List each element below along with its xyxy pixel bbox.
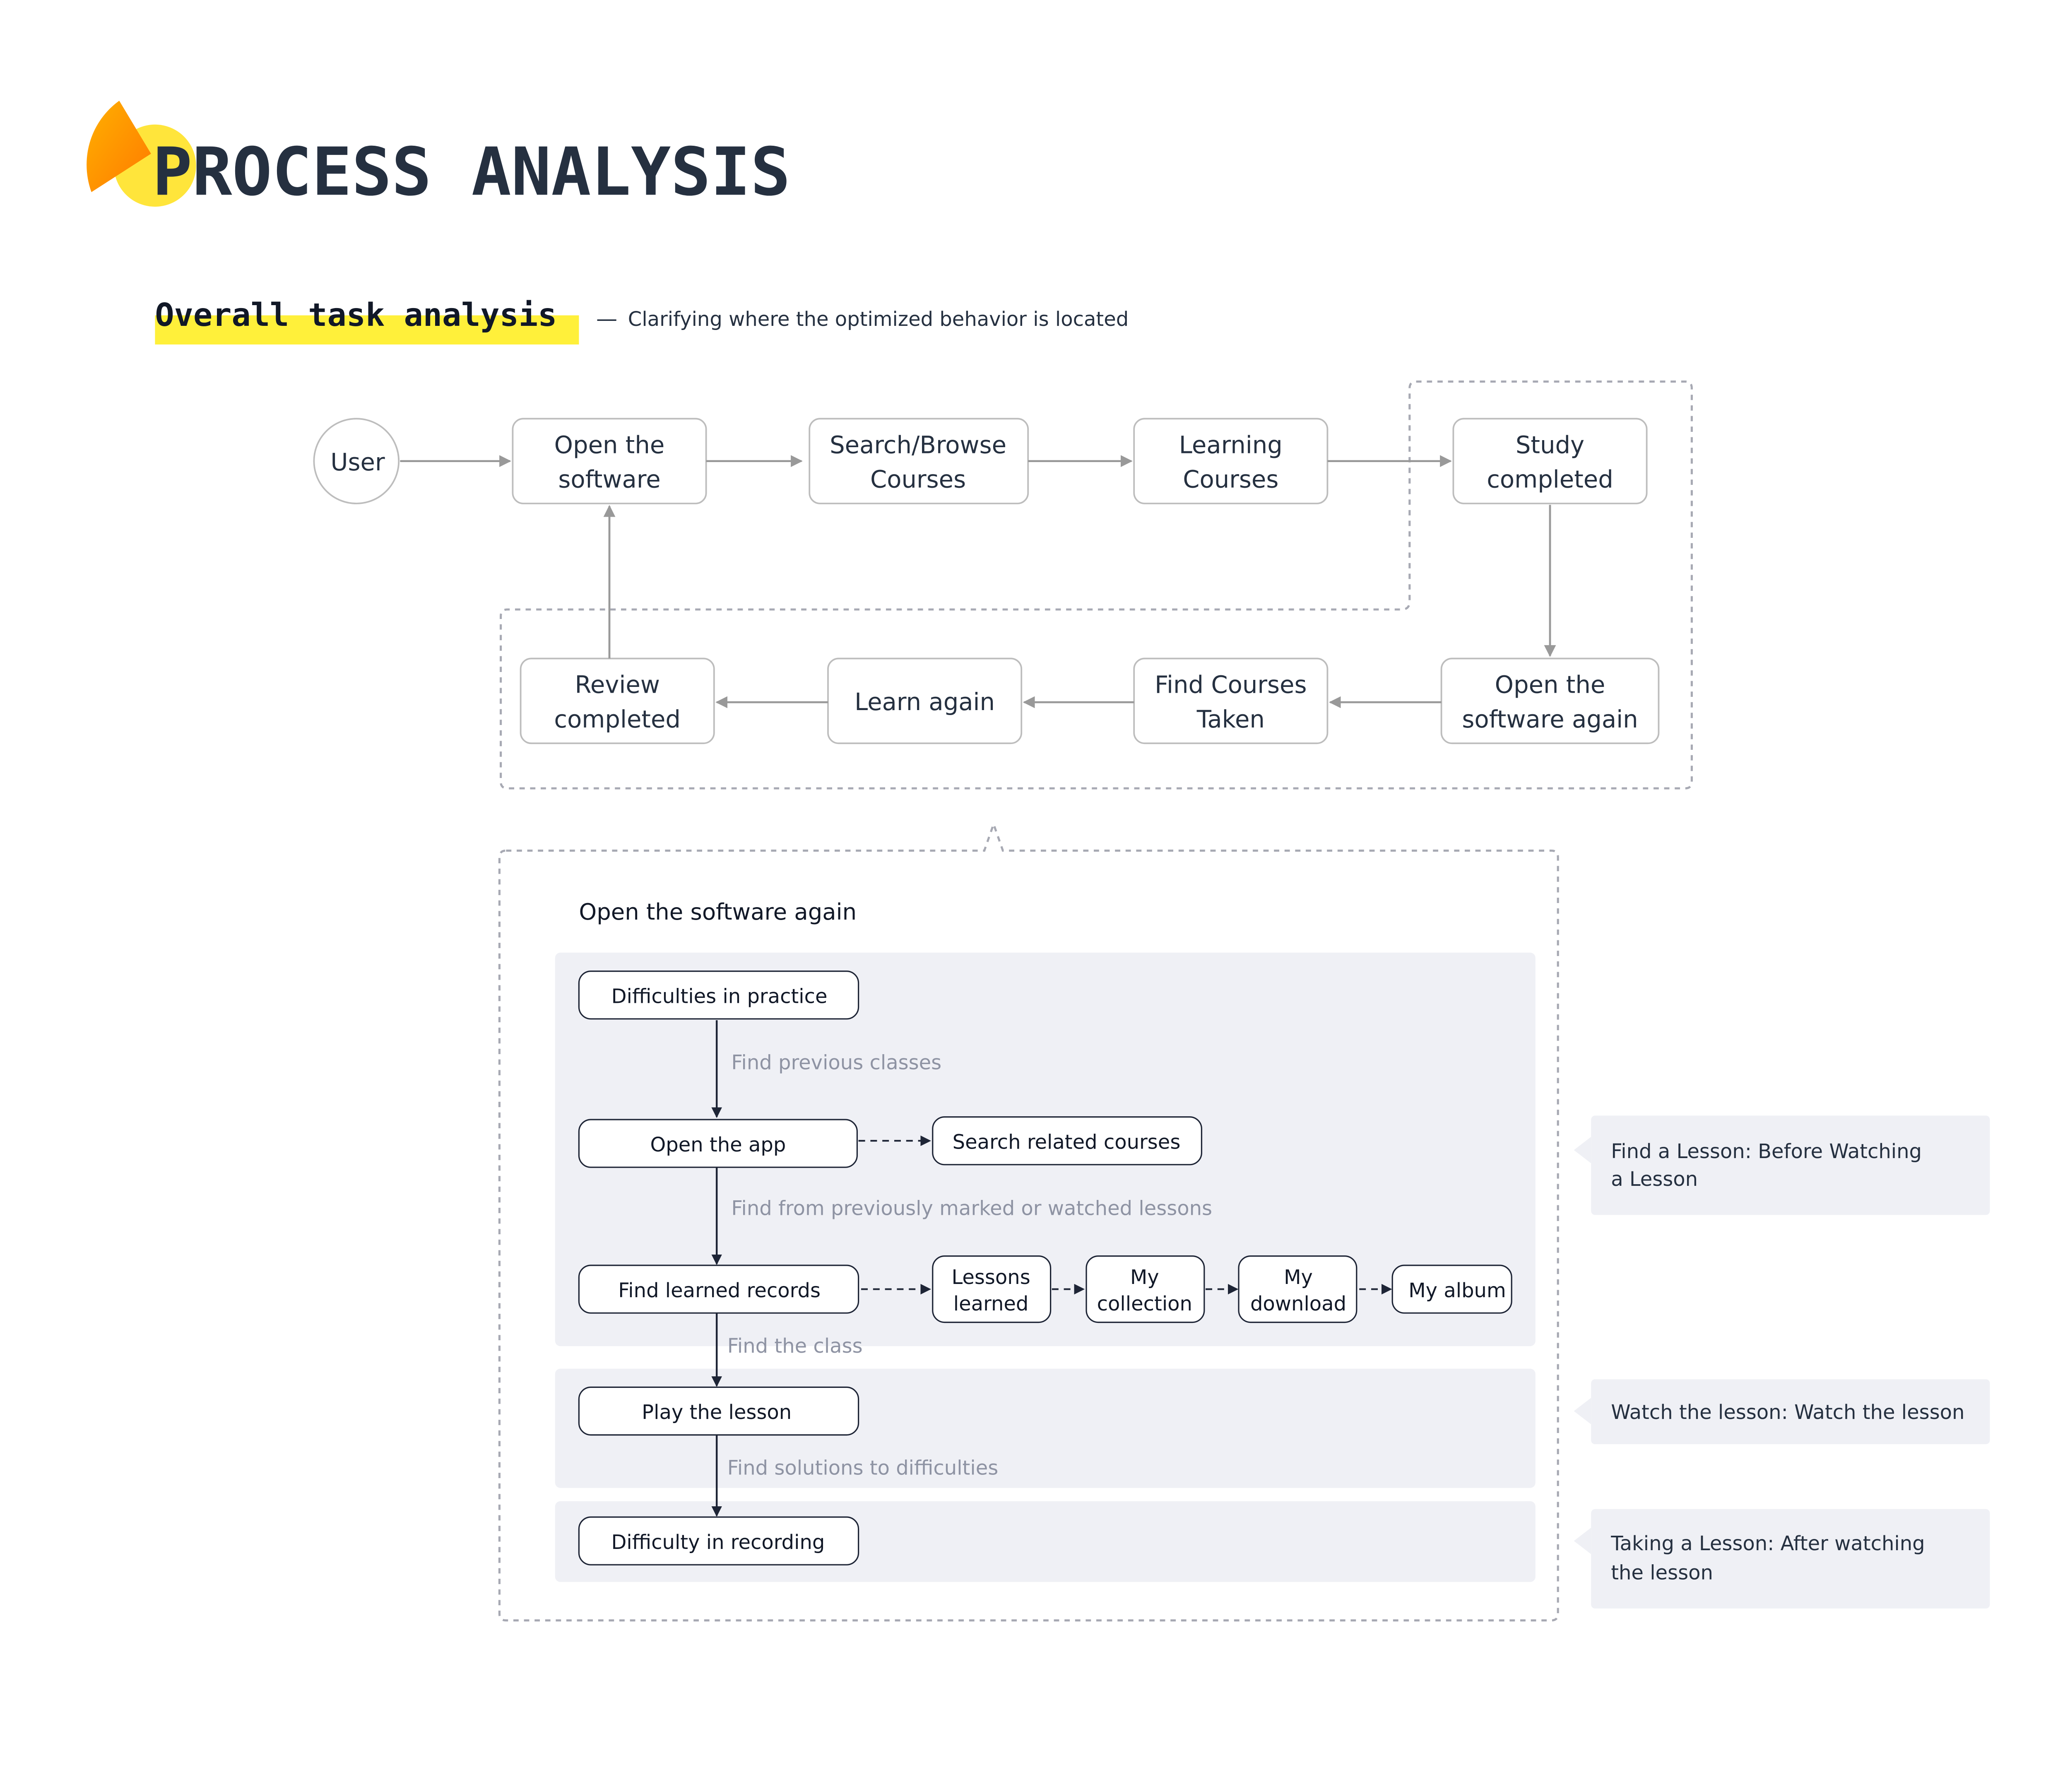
svg-text:Lessons: Lessons [951,1266,1030,1289]
svg-text:learned: learned [953,1292,1029,1315]
flow-arrows [400,455,1556,708]
svg-text:completed: completed [554,706,681,733]
svg-text:My: My [1284,1266,1313,1289]
node-find-courses-taken: Find Courses Taken [1133,658,1329,744]
detail-title: Open the software again [579,899,857,925]
step-lessons-learned: Lessons learned [932,1255,1052,1323]
svg-text:Find learned records: Find learned records [618,1279,821,1302]
svg-text:Taking a Lesson: After watchin: Taking a Lesson: After watching [1610,1532,1925,1555]
svg-text:Open the app: Open the app [650,1133,786,1156]
callout-after-watching: Taking a Lesson: After watching the less… [1574,1509,1990,1609]
callout-watching: Watch the lesson: Watch the lesson [1574,1379,1990,1444]
user-node: User [313,418,400,504]
svg-text:Find a Lesson: Before Watching: Find a Lesson: Before Watching [1611,1140,1922,1163]
svg-text:My album: My album [1408,1279,1506,1302]
node-learn-again: Learn again [827,658,1023,744]
edge-label-find-solutions: Find solutions to difficulties [727,1457,998,1480]
svg-text:Learn again: Learn again [854,688,995,716]
svg-text:Review: Review [575,671,660,699]
section-title: Overall task analysis [155,297,557,334]
section-subtitle: Clarifying where the optimized behavior … [628,308,1129,331]
step-difficulty-in-recording: Difficulty in recording [578,1516,859,1566]
node-open-software: Open the software [512,418,707,504]
page-title: PROCESS ANALYSIS [152,133,790,210]
edge-label-find-class: Find the class [727,1334,863,1358]
svg-text:Watch the lesson: Watch the le: Watch the lesson: Watch the lesson [1611,1401,1964,1424]
step-open-the-app: Open the app [578,1119,858,1168]
svg-text:Study: Study [1516,431,1584,459]
svg-text:collection: collection [1097,1292,1192,1315]
node-learning-courses: Learning Courses [1133,418,1329,504]
svg-text:Open the: Open the [1495,671,1605,699]
step-play-the-lesson: Play the lesson [578,1386,859,1436]
brand-logo-icon [87,101,196,207]
node-open-software-again: Open the software again [1440,658,1660,744]
svg-text:Courses: Courses [870,466,966,494]
callout-before-watching: Find a Lesson: Before Watching a Lesson [1574,1115,1990,1215]
svg-text:Search/Browse: Search/Browse [830,431,1006,459]
svg-text:Learning: Learning [1179,431,1283,459]
svg-text:a Lesson: a Lesson [1611,1168,1698,1191]
step-search-related-courses: Search related courses [932,1116,1203,1166]
svg-text:My: My [1130,1266,1159,1289]
svg-text:Taken: Taken [1196,706,1265,733]
node-study-completed: Study completed [1452,418,1648,504]
svg-text:Play the lesson: Play the lesson [642,1401,792,1424]
edge-label-find-previous: Find previous classes [731,1051,941,1074]
svg-text:download: download [1250,1292,1346,1315]
svg-text:Difficulty in recording: Difficulty in recording [611,1531,825,1554]
svg-text:software again: software again [1462,706,1638,733]
highlight-region-border [500,381,1693,790]
svg-text:completed: completed [1487,466,1613,494]
node-search-browse-courses: Search/Browse Courses [809,418,1029,504]
step-difficulties-in-practice: Difficulties in practice [578,971,859,1020]
svg-text:software: software [558,466,660,494]
svg-text:Search related courses: Search related courses [953,1130,1181,1154]
node-review-completed: Review completed [520,658,715,744]
section-dash: — [596,306,617,331]
detail-container-border [498,821,1559,1622]
section-title-highlight [155,315,579,344]
svg-text:Open the: Open the [554,431,665,459]
svg-text:Courses: Courses [1183,466,1278,494]
svg-text:the lesson: the lesson [1611,1561,1713,1584]
svg-text:User: User [330,448,385,476]
detail-dashed-arrows [858,1135,1392,1295]
step-my-album: My album [1391,1265,1512,1314]
step-my-download: My download [1238,1255,1358,1323]
svg-text:Find Courses: Find Courses [1155,671,1307,699]
step-my-collection: My collection [1086,1255,1205,1323]
step-find-learned-records: Find learned records [578,1265,859,1314]
svg-text:Difficulties in practice: Difficulties in practice [611,985,828,1008]
edge-label-find-marked: Find from previously marked or watched l… [731,1197,1212,1220]
